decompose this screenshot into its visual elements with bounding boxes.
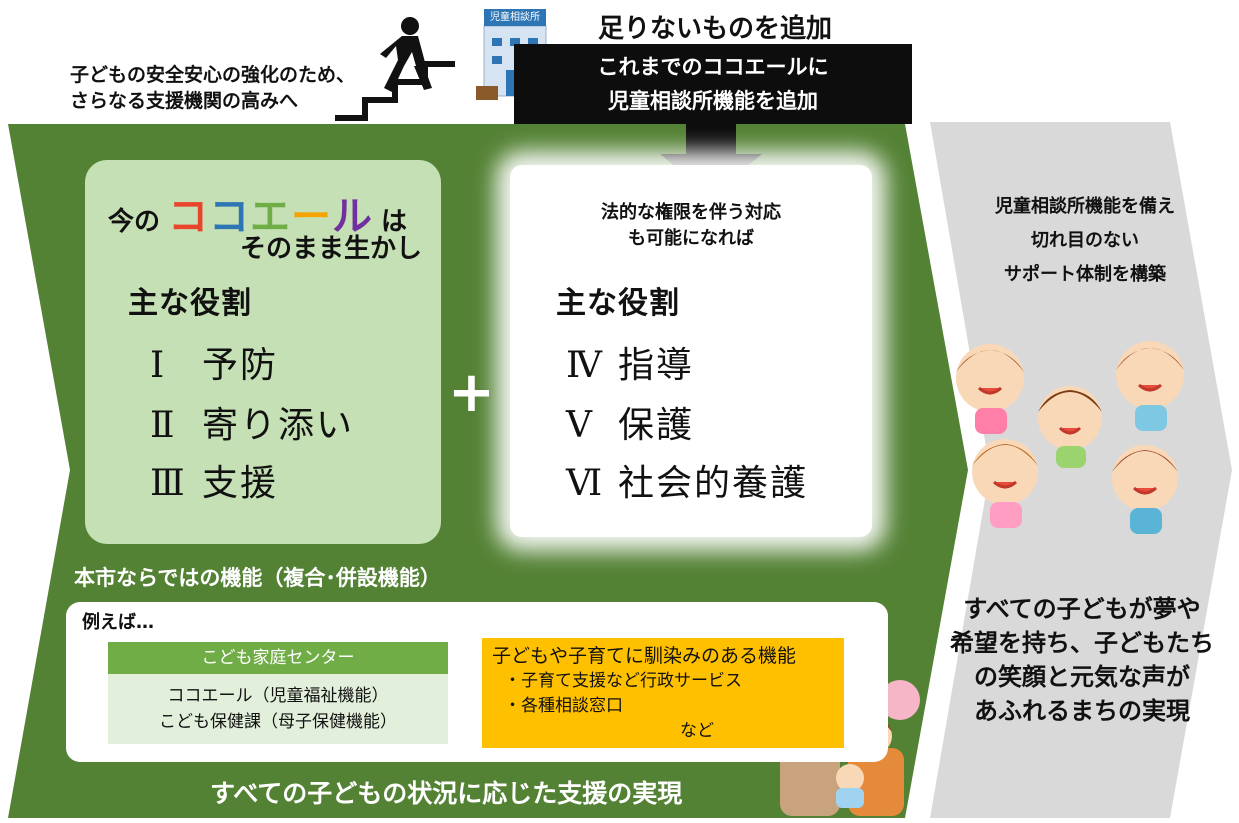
right-role-5-num: Ⅴ — [566, 405, 594, 446]
left-role-2: Ⅱ 寄り添い — [150, 396, 354, 448]
cocoel-logo: ココエール — [168, 184, 373, 242]
family-center-body: ココエール（児童福祉機能） こども保健課（母子保健機能） — [108, 674, 448, 744]
example-label: 例えば… — [82, 612, 154, 633]
city-functions-title: 本市ならではの機能（複合･併設機能） — [74, 566, 441, 590]
support-line3: サポート体制を構築 — [1004, 264, 1166, 285]
family-center-line1: ココエール（児童福祉機能） — [167, 686, 389, 706]
familiar-etc: など — [680, 721, 714, 741]
right-role-title: 主な役割 — [556, 286, 680, 321]
bottom-title: すべての子どもの状況に応じた支援の実現 — [210, 779, 683, 808]
cocoel-char-1: コ — [168, 194, 210, 240]
cocoel-char-2: コ — [209, 194, 251, 240]
vision-line2: 希望を持ち、子どもたち — [950, 629, 1214, 657]
familiar-functions-box: 子どもや子育てに馴染みのある機能 ・子育て支援など行政サービス ・各種相談窓口 … — [482, 638, 844, 748]
added-head-line2: も可能になれば — [628, 228, 754, 249]
plus-sign: + — [448, 360, 495, 425]
left-role-3: Ⅲ 支援 — [150, 454, 278, 506]
cocoel-char-5: ル — [332, 194, 374, 240]
family-center-line2: こども保健課（母子保健機能） — [159, 712, 397, 732]
familiar-item-1: ・子育て支援など行政サービス — [504, 671, 742, 691]
left-role-2-num: Ⅱ — [150, 405, 177, 446]
stairs-caption-line1: 子どもの安全安心の強化のため、 — [70, 64, 356, 86]
add-box: これまでのココエールに 児童相談所機能を追加 — [514, 44, 912, 124]
left-role-3-label: 支援 — [202, 463, 279, 504]
climbing-person-icon — [380, 17, 432, 92]
right-role-4-label: 指導 — [618, 345, 695, 386]
familiar-functions-title: 子どもや子育てに馴染みのある機能 — [492, 645, 797, 667]
added-functions-box — [510, 165, 872, 537]
vision-line3: の笑顔と元気な声が — [974, 663, 1190, 691]
added-functions-head: 法的な権限を伴う対応 も可能になれば — [510, 200, 872, 252]
support-line2: 切れ目のない — [1031, 230, 1139, 251]
left-role-1: Ⅰ 予防 — [150, 336, 278, 388]
added-head-line1: 法的な権限を伴う対応 — [601, 202, 781, 223]
right-role-5-label: 保護 — [618, 405, 695, 446]
familiar-item-2: ・各種相談窓口 — [504, 696, 623, 716]
right-role-4-num: Ⅳ — [566, 345, 604, 386]
right-role-6: Ⅵ 社会的養護 — [566, 454, 808, 506]
add-box-line2: 児童相談所機能を追加 — [608, 89, 818, 113]
support-system-text: 児童相談所機能を備え 切れ目のない サポート体制を構築 — [938, 190, 1232, 292]
family-center-header: こども家庭センター — [108, 642, 448, 674]
add-box-line1: これまでのココエールに — [597, 55, 829, 79]
right-role-5: Ⅴ 保護 — [566, 396, 694, 448]
left-role-1-num: Ⅰ — [150, 345, 167, 386]
vision-line1: すべての子どもが夢や — [963, 595, 1201, 623]
current-functions-box — [85, 160, 441, 544]
current-subtitle: そのまま生かし — [240, 234, 423, 264]
stairs-icon — [335, 61, 455, 121]
stairs-caption: 子どもの安全安心の強化のため、 さらなる支援機関の高みへ — [70, 62, 355, 114]
vision-text: すべての子どもが夢や 希望を持ち、子どもたち の笑顔と元気な声が あふれるまちの… — [925, 592, 1239, 728]
support-line1: 児童相談所機能を備え — [995, 196, 1175, 217]
current-suffix: は — [381, 207, 408, 237]
down-arrow — [660, 124, 762, 196]
cocoel-char-3: エ — [250, 194, 292, 240]
right-role-6-num: Ⅵ — [566, 463, 605, 504]
left-role-title: 主な役割 — [128, 286, 252, 321]
add-title: 足りないものを追加 — [598, 14, 833, 44]
vision-line4: あふれるまちの実現 — [974, 697, 1190, 725]
current-prefix: 今の — [108, 207, 161, 237]
left-role-1-label: 予防 — [202, 345, 279, 386]
left-role-2-label: 寄り添い — [202, 405, 355, 446]
building-sign: 児童相談所 — [484, 9, 546, 26]
right-role-4: Ⅳ 指導 — [566, 336, 694, 388]
right-role-6-label: 社会的養護 — [618, 463, 809, 504]
cocoel-char-4: ー — [291, 194, 333, 240]
stairs-caption-line2: さらなる支援機関の高みへ — [70, 90, 299, 112]
children-illustration — [956, 341, 1184, 534]
left-role-3-num: Ⅲ — [150, 463, 187, 504]
gray-chevron-arrow — [930, 122, 1232, 818]
current-title: 今の ココエール は — [108, 184, 407, 242]
